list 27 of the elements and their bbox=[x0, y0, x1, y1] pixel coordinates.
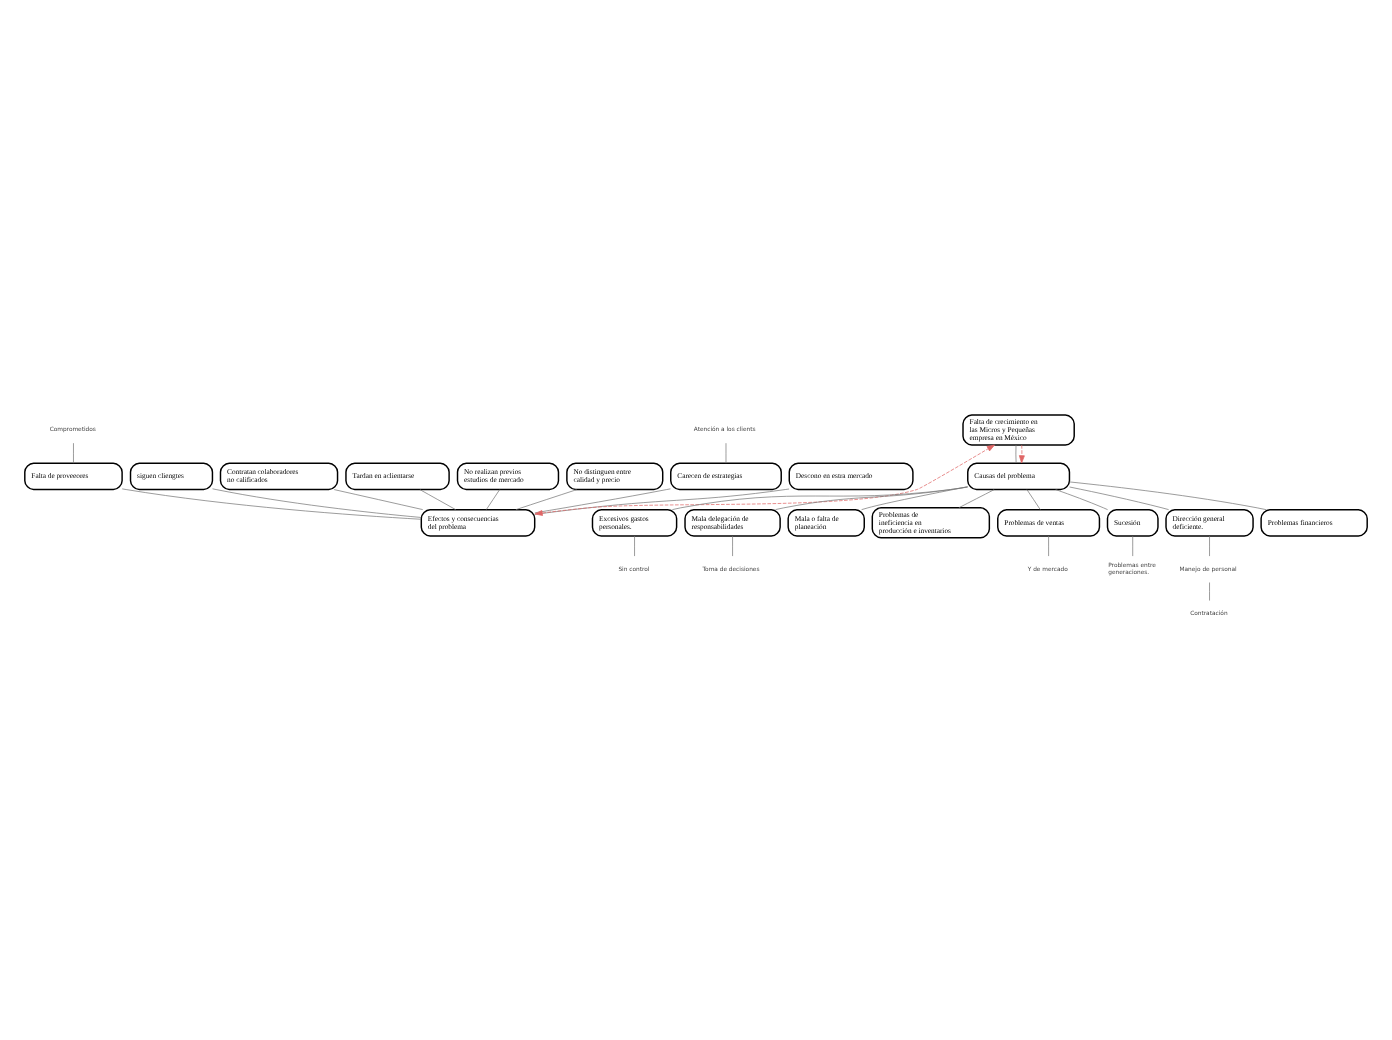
connector bbox=[121, 487, 422, 519]
arrow bbox=[1018, 443, 1025, 463]
connector bbox=[1015, 443, 1017, 463]
connector bbox=[73, 441, 74, 463]
connector bbox=[775, 485, 968, 509]
connector bbox=[534, 487, 671, 513]
connector bbox=[861, 485, 968, 509]
connector bbox=[212, 487, 422, 517]
connector bbox=[333, 488, 424, 509]
connector bbox=[485, 488, 500, 509]
connector bbox=[1132, 534, 1134, 556]
connector bbox=[732, 534, 733, 556]
connector bbox=[1069, 485, 1169, 509]
connector bbox=[515, 488, 578, 509]
connector bbox=[634, 534, 635, 556]
connector bbox=[1209, 581, 1210, 600]
connector bbox=[1055, 488, 1108, 509]
connector bbox=[419, 488, 457, 509]
arrow bbox=[534, 443, 995, 515]
connector bbox=[1048, 534, 1049, 556]
connector bbox=[1069, 480, 1267, 509]
connector bbox=[672, 485, 968, 509]
connector bbox=[958, 488, 995, 508]
connector bbox=[725, 441, 727, 463]
connector bbox=[534, 487, 790, 514]
connector bbox=[1209, 534, 1210, 556]
connector bbox=[1026, 488, 1041, 509]
